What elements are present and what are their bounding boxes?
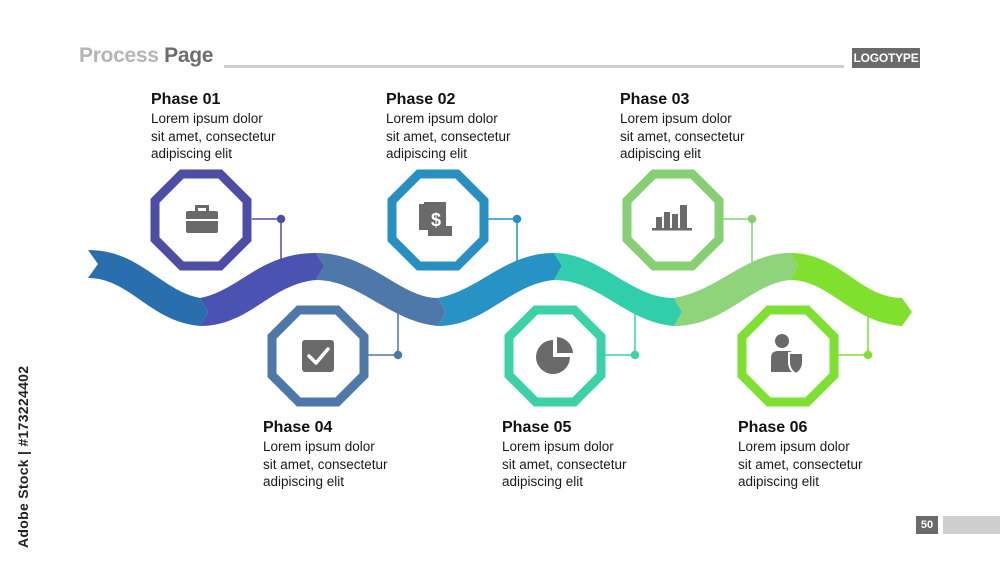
phase-text-line: Lorem ipsum dolor: [263, 439, 375, 454]
wave-segment-5: [554, 253, 682, 326]
phase-title: Phase 03: [620, 91, 690, 108]
wave-segment-7: [790, 253, 912, 326]
phase-text-line: sit amet, consectetur: [151, 128, 276, 144]
phase-04-block: Phase 04 Lorem ipsum dolor sit amet, con…: [263, 418, 413, 491]
page-title-light: Process: [79, 44, 159, 67]
phase-text-line: sit amet, consectetur: [502, 456, 627, 472]
phase-text-line: Lorem ipsum dolor: [620, 111, 732, 126]
connector-phase-05: [605, 308, 640, 360]
page-number: 50: [916, 516, 938, 534]
phase-title: Phase 06: [738, 419, 808, 436]
briefcase-icon: [186, 205, 218, 233]
phase-title: Phase 05: [502, 419, 572, 436]
checkbox-icon: [302, 340, 334, 372]
person-shield-icon: [771, 334, 804, 376]
stock-id-label: Adobe Stock | #173224402: [15, 365, 31, 548]
phase-05-block: Phase 05 Lorem ipsum dolor sit amet, con…: [502, 418, 652, 491]
phase-text-line: Lorem ipsum dolor: [151, 111, 263, 126]
wave-segment-1: [88, 250, 208, 326]
page-number-bar: [943, 516, 1000, 534]
phase-title: Phase 02: [386, 91, 456, 108]
phase-02-block: Phase 02 Lorem ipsum dolor sit amet, con…: [386, 90, 536, 163]
octagon-phase-05: [504, 305, 606, 407]
connector-phase-04: [368, 308, 403, 360]
phase-text-line: sit amet, consectetur: [386, 128, 511, 144]
phase-text-line: adipiscing elit: [502, 474, 584, 489]
phase-text-line: adipiscing elit: [151, 146, 233, 161]
connector-phase-01: [252, 214, 286, 262]
bar-chart-icon: [652, 205, 692, 231]
wave-segment-6: [674, 253, 798, 326]
page-title-strong: Page: [164, 44, 214, 67]
phase-title: Phase 01: [151, 91, 221, 108]
phase-text-line: adipiscing elit: [263, 474, 345, 489]
phase-text-line: adipiscing elit: [620, 146, 702, 161]
phase-title: Phase 04: [263, 419, 333, 436]
connector-phase-03: [723, 214, 757, 262]
title-divider: [224, 65, 844, 68]
connector-phase-02: [488, 214, 522, 262]
svg-text:$: $: [431, 210, 441, 230]
pie-chart-icon: [536, 337, 573, 374]
phase-text-line: Lorem ipsum dolor: [502, 439, 614, 454]
phase-06-block: Phase 06 Lorem ipsum dolor sit amet, con…: [738, 418, 888, 491]
phase-text-line: sit amet, consectetur: [620, 128, 745, 144]
wave-segment-3: [316, 253, 446, 326]
wave-segment-2: [200, 253, 324, 326]
phase-text-line: Lorem ipsum dolor: [386, 111, 498, 126]
phase-01-block: Phase 01 Lorem ipsum dolor sit amet, con…: [151, 90, 301, 163]
connector-phase-06: [838, 308, 873, 360]
phase-03-block: Phase 03 Lorem ipsum dolor sit amet, con…: [620, 90, 770, 163]
phase-text-line: adipiscing elit: [386, 146, 468, 161]
phase-text-line: sit amet, consectetur: [263, 456, 388, 472]
phase-text-line: Lorem ipsum dolor: [738, 439, 850, 454]
phase-text-line: adipiscing elit: [738, 474, 820, 489]
dollar-document-icon: $: [419, 202, 452, 236]
phase-text-line: sit amet, consectetur: [738, 456, 863, 472]
wave-segment-4: [438, 253, 562, 326]
page-title: Process Page: [79, 44, 213, 68]
logotype-badge: LOGOTYPE: [852, 48, 920, 68]
